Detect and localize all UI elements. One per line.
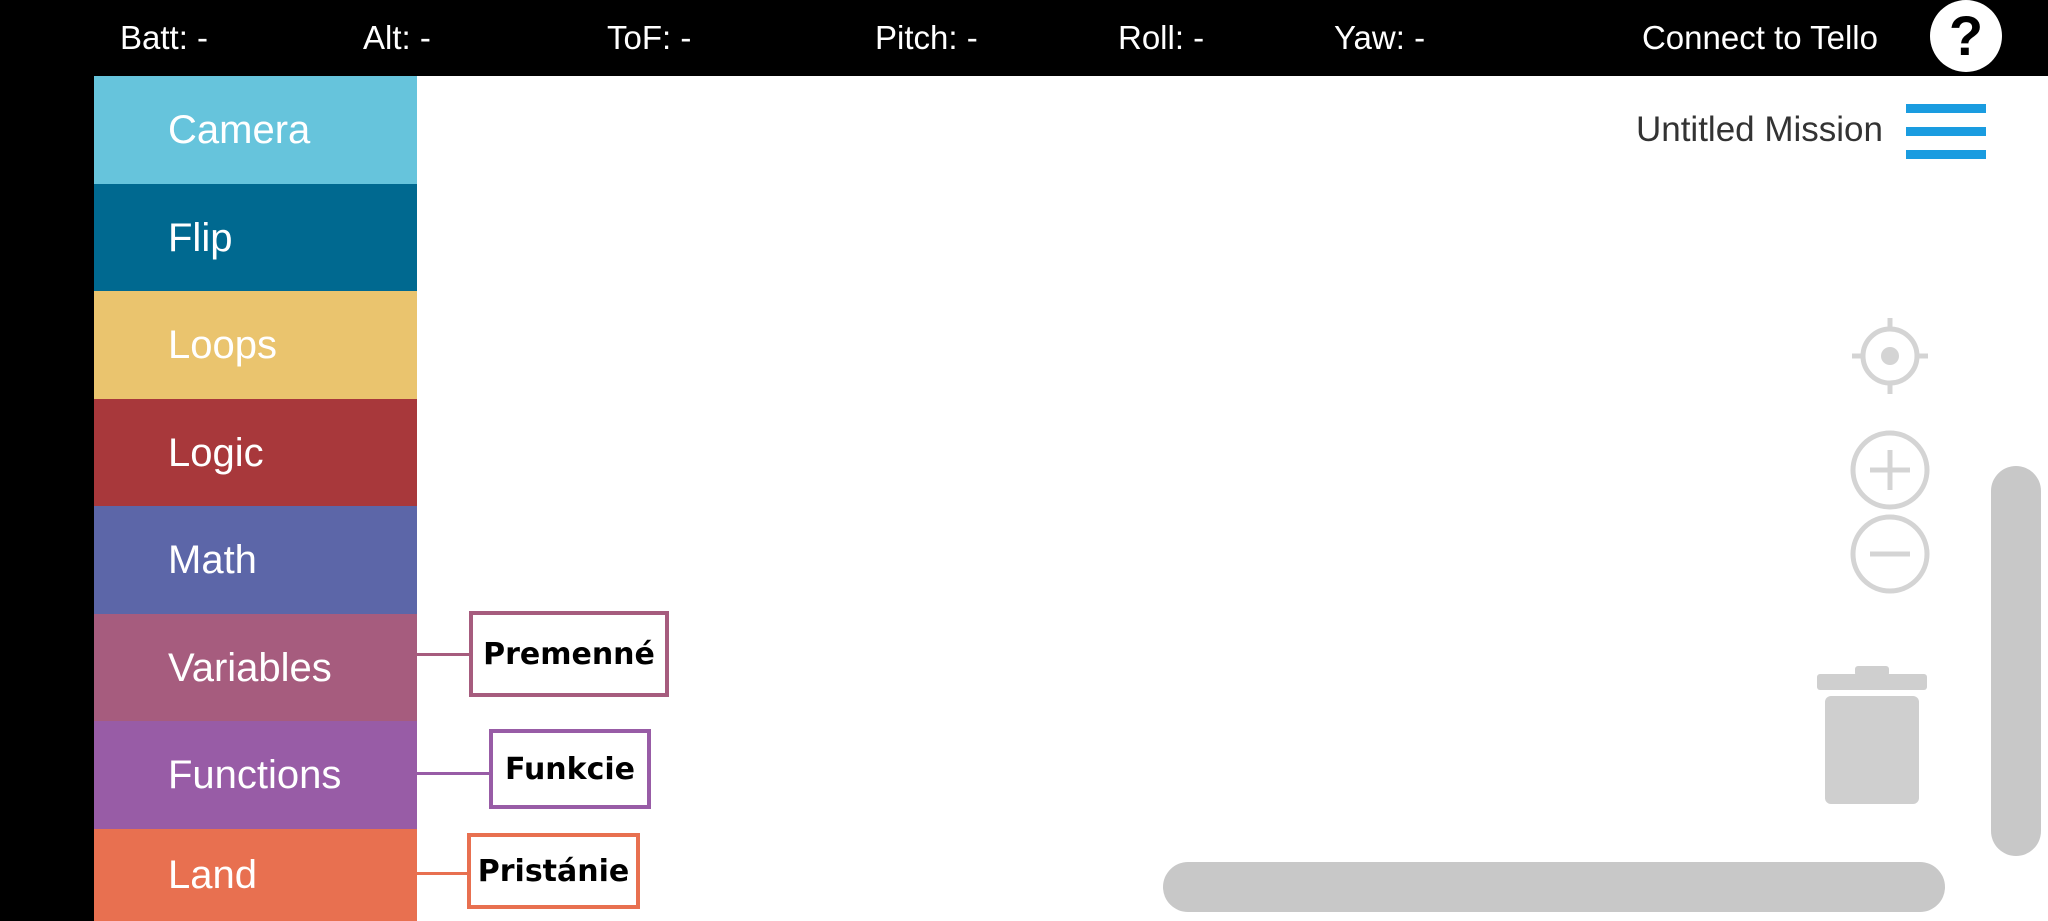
category-label: Flip bbox=[168, 215, 233, 260]
tof-readout: ToF: - bbox=[607, 19, 692, 56]
annotation-connector bbox=[417, 653, 469, 656]
category-functions[interactable]: Functions bbox=[94, 721, 417, 829]
left-margin bbox=[0, 76, 94, 921]
annotation-connector bbox=[417, 772, 489, 775]
annotation-funkcie: Funkcie bbox=[489, 729, 651, 809]
annotation-connector bbox=[417, 872, 467, 875]
category-label: Functions bbox=[168, 752, 342, 797]
category-label: Loops bbox=[168, 322, 277, 367]
category-land[interactable]: Land bbox=[94, 829, 417, 921]
category-loops[interactable]: Loops bbox=[94, 291, 417, 399]
help-icon[interactable]: ? bbox=[1930, 0, 2002, 72]
pitch-readout: Pitch: - bbox=[875, 19, 978, 56]
recenter-icon[interactable] bbox=[1850, 316, 1930, 396]
category-label: Land bbox=[168, 852, 257, 897]
category-label: Logic bbox=[168, 430, 264, 475]
block-category-sidebar: Camera Flip Loops Logic Math Variables F… bbox=[94, 76, 417, 921]
hamburger-menu-icon[interactable] bbox=[1906, 104, 1986, 160]
horizontal-scrollbar[interactable] bbox=[1163, 862, 1945, 912]
annotation-pristanie: Pristánie bbox=[467, 833, 640, 909]
roll-readout: Roll: - bbox=[1118, 19, 1205, 56]
category-label: Variables bbox=[168, 645, 332, 690]
vertical-scrollbar[interactable] bbox=[1991, 466, 2041, 856]
category-camera[interactable]: Camera bbox=[94, 76, 417, 184]
category-logic[interactable]: Logic bbox=[94, 399, 417, 507]
battery-readout: Batt: - bbox=[120, 19, 209, 56]
blocks-workspace[interactable]: Untitled Mission bbox=[417, 76, 2048, 921]
connect-tello-button[interactable]: Connect to Tello bbox=[1641, 19, 1878, 56]
altitude-readout: Alt: - bbox=[363, 19, 431, 56]
trash-icon[interactable] bbox=[1817, 666, 1927, 806]
yaw-readout: Yaw: - bbox=[1334, 19, 1426, 56]
annotation-premenne: Premenné bbox=[469, 611, 669, 697]
category-label: Math bbox=[168, 537, 257, 582]
category-flip[interactable]: Flip bbox=[94, 184, 417, 292]
category-math[interactable]: Math bbox=[94, 506, 417, 614]
zoom-in-icon[interactable] bbox=[1850, 430, 1930, 510]
category-label: Camera bbox=[168, 107, 311, 152]
status-bar: Batt: - Alt: - ToF: - Pitch: - Roll: - Y… bbox=[0, 0, 2048, 76]
category-variables[interactable]: Variables bbox=[94, 614, 417, 722]
zoom-out-icon[interactable] bbox=[1850, 514, 1930, 594]
mission-title[interactable]: Untitled Mission bbox=[1635, 110, 1883, 149]
